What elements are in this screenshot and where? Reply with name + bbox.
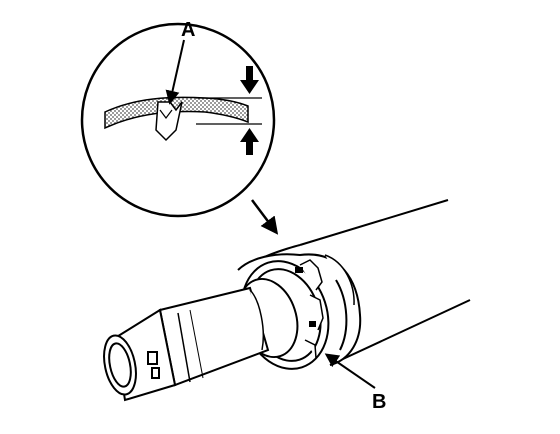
up-arrow-icon xyxy=(240,128,259,155)
callout-label-b: B xyxy=(372,391,387,413)
magnifier-connector-arrow xyxy=(251,199,279,235)
callout-label-a: A xyxy=(181,19,196,41)
leader-b xyxy=(324,353,376,389)
stub-shaft xyxy=(103,286,270,402)
detail-magnifier xyxy=(80,22,276,218)
down-arrow-icon xyxy=(240,66,259,94)
